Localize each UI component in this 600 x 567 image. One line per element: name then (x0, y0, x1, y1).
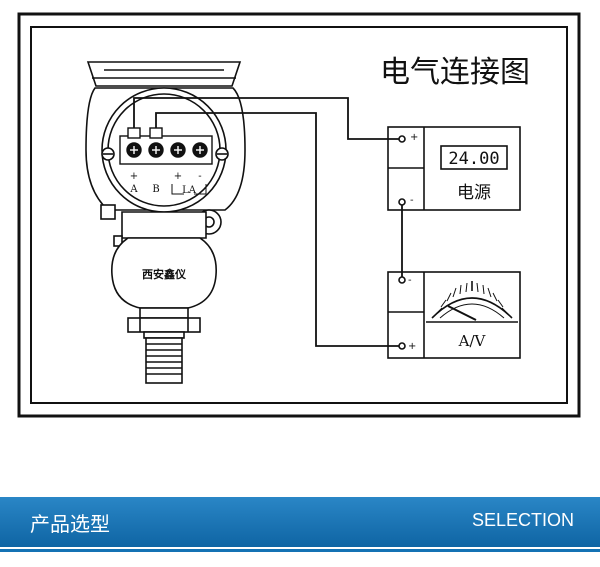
meter-plus-label: + (408, 341, 416, 352)
meter-label: A/V (458, 332, 487, 350)
meter-minus-label: - (408, 275, 412, 286)
wire-power-positive (133, 97, 399, 140)
terminal-screw-icon (192, 142, 208, 158)
power-minus-label: - (410, 195, 414, 206)
outer-frame (17, 12, 581, 418)
terminal-label-plus: + (174, 171, 182, 182)
terminal-bracket (171, 184, 207, 195)
wiring-diagram: 电气连接图 (17, 12, 581, 418)
gauge-icon (426, 281, 518, 323)
power-supply-label: 电源 (457, 183, 491, 203)
wires (133, 97, 403, 347)
section-banner: 产品选型 SELECTION (0, 497, 600, 547)
banner-subtitle: SELECTION (471, 510, 574, 530)
power-display-value: 24.00 (448, 149, 499, 169)
terminal-screw-icon (126, 142, 142, 158)
terminal-screw-icon (148, 142, 164, 158)
banner-underline (0, 549, 600, 552)
power-plus-label: + (410, 132, 418, 143)
terminal-label-plus-a: + (130, 171, 138, 182)
wire-meter-positive (155, 112, 399, 347)
meter (387, 271, 521, 359)
banner-title: 产品选型 (30, 512, 110, 536)
terminal-label-a: A (129, 184, 138, 195)
power-supply (387, 126, 521, 211)
terminal-label-la: LA (182, 185, 197, 196)
terminal-label-minus: - (198, 171, 201, 182)
terminal-screw-icon (170, 142, 186, 158)
pressure-transmitter (85, 61, 246, 384)
inner-frame (30, 26, 568, 404)
terminal-block (119, 127, 213, 165)
brand-label: 西安鑫仪 (142, 267, 187, 281)
diagram-title: 电气连接图 (380, 55, 530, 90)
terminal-label-b: B (152, 184, 159, 195)
